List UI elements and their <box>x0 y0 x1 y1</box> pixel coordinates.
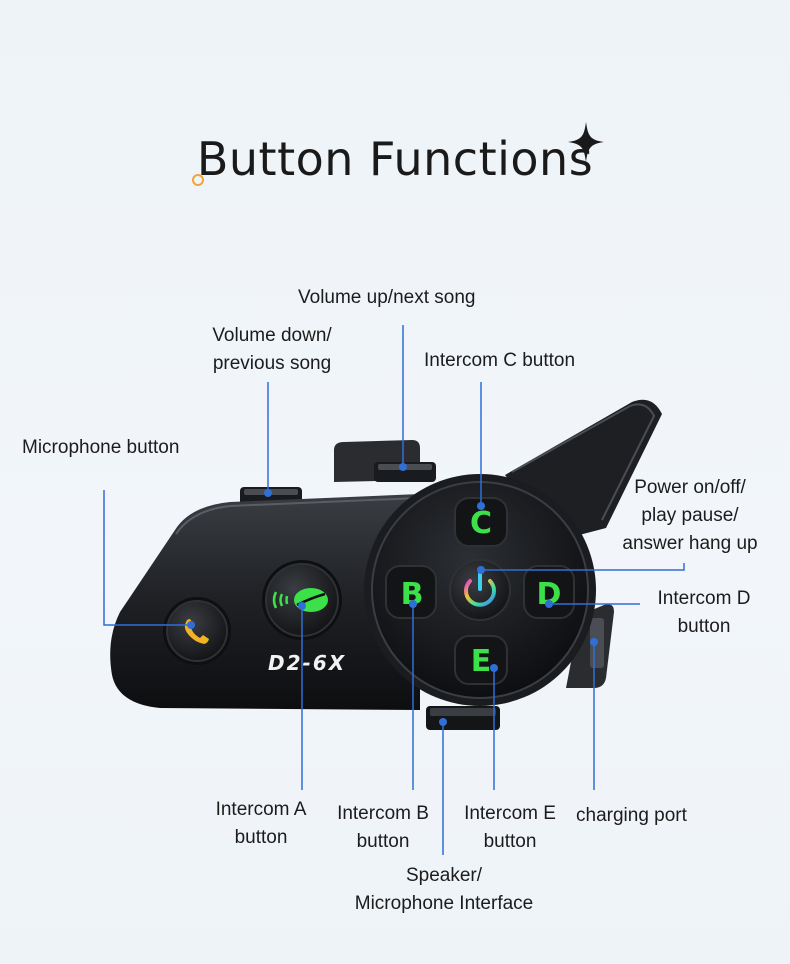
label-intercom-c: Intercom C button <box>424 350 576 371</box>
key-c-label[interactable]: C <box>470 506 492 541</box>
callout-lines <box>103 325 685 855</box>
label-speaker: Speaker/ Microphone Interface <box>354 865 534 914</box>
label-volume-down: Volume down/ previous song <box>212 325 332 374</box>
label-microphone: Microphone button <box>22 437 180 458</box>
key-e-label[interactable]: E <box>471 644 492 679</box>
sparkle-icon <box>568 122 604 162</box>
page-title: Button Functions <box>196 132 594 186</box>
model-name: D2-6X <box>268 651 346 675</box>
intercom-a-button[interactable] <box>262 560 342 640</box>
label-intercom-d: Intercom D button <box>657 588 751 637</box>
power-button[interactable] <box>449 559 511 621</box>
label-charging: charging port <box>576 805 687 826</box>
power-icon <box>464 572 496 607</box>
key-b-label[interactable]: B <box>401 577 424 612</box>
callout-dots <box>187 463 598 726</box>
label-intercom-b: Intercom B button <box>337 803 429 852</box>
label-intercom-a: Intercom A button <box>215 799 307 848</box>
label-intercom-e: Intercom E button <box>464 803 556 852</box>
microphone-button[interactable] <box>163 597 231 665</box>
speaker-mic-interface <box>426 706 500 730</box>
title-dot-ornament <box>192 174 204 186</box>
label-power: Power on/off/ play pause/ answer hang up <box>622 477 758 554</box>
label-volume-up: Volume up/next song <box>298 287 476 308</box>
